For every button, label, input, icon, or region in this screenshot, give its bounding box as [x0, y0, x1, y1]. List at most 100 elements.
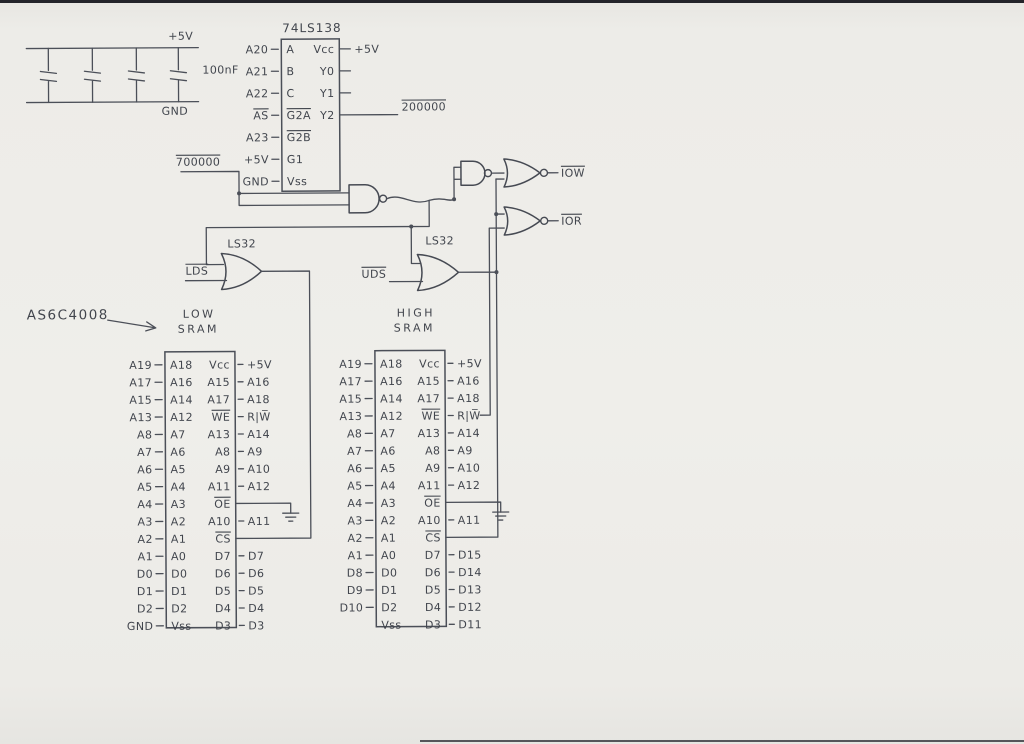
high-sram-body [374, 349, 448, 628]
decoder-output-stubs [338, 48, 399, 116]
pin-label: A9 [425, 462, 440, 475]
pin-label: +5V [457, 357, 482, 370]
pin-label: D4 [215, 602, 231, 615]
low-sram-title-2: SRAM [178, 323, 219, 336]
lds-signal-label: LDS [185, 265, 208, 278]
decoupling-capacitor-bank: +5V GND 100nF [25, 30, 239, 118]
pin-label: A8 [425, 444, 440, 457]
pin-label: D0 [171, 568, 187, 581]
pin-label: A9 [247, 445, 262, 458]
pin-label: A16 [170, 376, 193, 389]
pin-label: A11 [418, 479, 441, 492]
pin-label: A23 [246, 131, 269, 144]
pin-label: A16 [380, 375, 403, 388]
ls32-label-left: LS32 [227, 237, 256, 250]
pin-label: A12 [458, 479, 481, 492]
pin-label: A14 [380, 392, 403, 405]
low-sram-body [164, 350, 238, 629]
pin-label: A2 [138, 533, 153, 546]
pin-label: Vss [287, 175, 307, 188]
ground-symbol [282, 512, 300, 522]
pin-label: A1 [171, 533, 186, 546]
pin-label: D10 [340, 601, 364, 614]
part-number-callout: AS6C4008 [27, 307, 157, 332]
high-sram-title-2: SRAM [394, 321, 435, 334]
pin-label: R|W̅ [247, 410, 271, 423]
pin-label: D12 [458, 601, 482, 614]
pin-label: D14 [458, 566, 482, 579]
high-sram-title-1: HIGH [397, 306, 435, 319]
pin-label: A6 [380, 445, 395, 458]
pin-label: Vcc [419, 357, 440, 370]
pin-label: A [286, 43, 294, 56]
pin-label: CS [215, 532, 231, 545]
pin-label: D8 [347, 567, 363, 580]
pin-label: D15 [458, 549, 482, 562]
pin-label: A20 [246, 43, 269, 56]
junction-dot [409, 224, 414, 229]
capacitor-symbol [127, 47, 146, 103]
nand-gate-select [348, 184, 388, 214]
pin-label: A19 [129, 359, 152, 372]
pin-label: A12 [380, 410, 403, 423]
uds-signal-label: UDS [361, 268, 386, 281]
pin-label: A11 [248, 515, 271, 528]
pin-label: A5 [347, 480, 362, 493]
capacitor-symbol [39, 47, 58, 104]
pin-label: A15 [129, 394, 152, 407]
pin-label: A5 [380, 462, 395, 475]
pin-label: A0 [171, 550, 186, 563]
capacitor-value-label: 100nF [202, 63, 238, 76]
pin-label: A18 [380, 358, 403, 371]
pin-label: +5V [244, 153, 269, 166]
inverter-bubble [539, 168, 549, 178]
pin-label: A18 [170, 359, 193, 372]
pin-label: D0 [137, 568, 153, 581]
net-label-700000: 700000 [176, 156, 220, 169]
pin-label: A17 [129, 376, 152, 389]
pin-label: WE [212, 411, 231, 424]
pin-label: WE [422, 410, 441, 423]
pin-label: A8 [215, 445, 230, 458]
or-gate-lds: LS32 LDS [184, 237, 312, 540]
pin-label: A4 [137, 498, 152, 511]
scan-edge-bottom [420, 740, 1024, 742]
select-logic-wiring [180, 166, 559, 416]
pin-label: A3 [171, 498, 186, 511]
pin-label: +5V [354, 43, 379, 56]
callout-arrow [107, 319, 157, 332]
net-label-200000: 200000 [402, 100, 446, 113]
pin-label: A1 [381, 532, 396, 545]
pin-label: A8 [137, 428, 152, 441]
pin-label: Y2 [319, 109, 335, 122]
high-sram-chip: HIGH SRAM [374, 306, 510, 628]
pin-label: D5 [215, 585, 231, 598]
pin-label: A4 [171, 481, 186, 494]
pin-label: D11 [458, 618, 482, 631]
pin-label: A14 [247, 428, 270, 441]
pin-label: A15 [207, 376, 230, 389]
pin-label: A3 [381, 497, 396, 510]
pin-label: D9 [347, 584, 363, 597]
pin-label: D0 [381, 566, 397, 579]
plus5v-rail-label: +5V [168, 30, 193, 43]
pin-label: G1 [287, 153, 303, 166]
pin-label: D2 [137, 602, 153, 615]
pin-label: Y0 [319, 65, 335, 78]
pin-label: A3 [347, 514, 362, 527]
pin-label: A6 [347, 462, 362, 475]
pin-label: R|W̅ [457, 409, 481, 422]
pin-label: A9 [457, 444, 472, 457]
high-sram-oe-ground [445, 501, 510, 521]
inverter-bubble [483, 168, 493, 178]
pin-label: A18 [457, 392, 480, 405]
pin-label: D2 [381, 601, 397, 614]
pin-label: D3 [215, 619, 231, 632]
junction-dot [237, 191, 242, 196]
pin-label: D7 [248, 550, 264, 563]
pin-label: A15 [339, 393, 362, 406]
pin-label: A12 [248, 480, 271, 493]
pin-label: Vcc [209, 358, 230, 371]
capacitor-symbol [83, 47, 102, 103]
